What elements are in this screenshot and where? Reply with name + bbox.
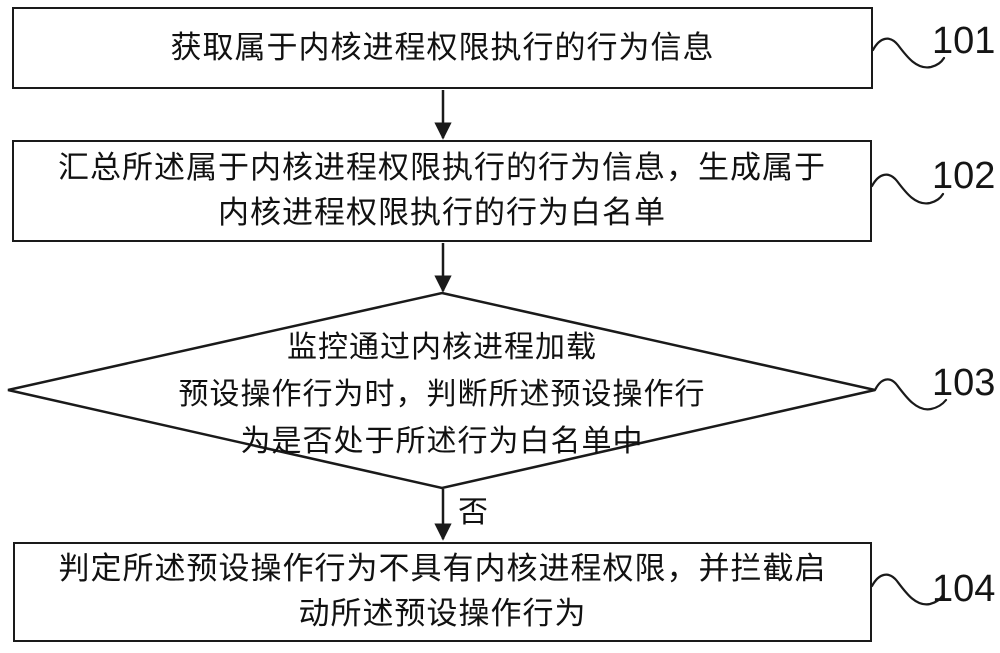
ref-label-104: 104: [932, 568, 996, 610]
process-box-101: 获取属于内核进程权限执行的行为信息: [12, 7, 873, 89]
ref-squiggle-icon-104: [870, 573, 945, 606]
process-box-104: 判定所述预设操作行为不具有内核进程权限，并拦截启 动所述预设操作行为: [13, 542, 872, 642]
ref-label-102: 102: [932, 155, 996, 197]
step-103-text-line-3: 为是否处于所述行为白名单中: [240, 424, 644, 459]
step-102-text-line-2: 内核进程权限执行的行为白名单: [218, 195, 666, 231]
process-box-102: 汇总所述属于内核进程权限执行的行为信息，生成属于 内核进程权限执行的行为白名单: [12, 140, 872, 242]
no-branch-label: 否: [458, 495, 488, 530]
ref-squiggle-icon-101: [871, 37, 946, 69]
decision-diamond-shape: [7, 291, 876, 490]
decision-text-103: 监控通过内核进程加载 预设操作行为时，判断所述预设操作行 为是否处于所述行为白名…: [112, 324, 772, 465]
step-101-text: 获取属于内核进程权限执行的行为信息: [170, 29, 715, 66]
step-103-text-line-1: 监控通过内核进程加载: [287, 330, 597, 365]
step-104-text-line-1: 判定所述预设操作行为不具有内核进程权限，并拦截启: [58, 551, 827, 587]
ref-label-103: 103: [932, 362, 996, 404]
ref-squiggle-icon-103: [873, 378, 948, 411]
step-104-text-line-2: 动所述预设操作行为: [298, 596, 587, 632]
ref-squiggle-icon-102: [870, 173, 945, 205]
ref-label-101: 101: [932, 20, 996, 62]
step-102-text-line-1: 汇总所述属于内核进程权限执行的行为信息，生成属于: [58, 150, 826, 186]
step-103-text-line-2: 预设操作行为时，判断所述预设操作行: [178, 377, 706, 412]
